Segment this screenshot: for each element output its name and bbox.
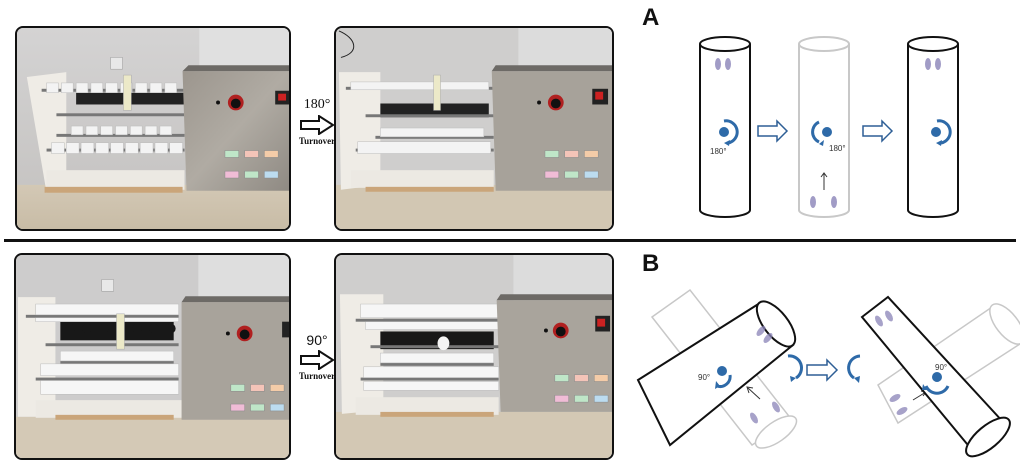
right-arrow-icon — [300, 350, 335, 370]
rotation-clockwise-icon — [787, 354, 803, 382]
turnover-caption: Turnover — [298, 371, 336, 381]
tube-main — [860, 295, 1011, 458]
apparatus-photo — [16, 255, 289, 458]
fly-icon — [875, 310, 893, 327]
up-left-arrow-icon — [746, 386, 761, 400]
angle-label: 180° — [710, 147, 727, 156]
photo-apparatus-before-90 — [14, 253, 291, 460]
fly-icon — [750, 401, 780, 424]
turnover-indicator-180: 180° Turnover — [294, 97, 340, 146]
angle-label: 90° — [935, 363, 947, 372]
rotation-clockwise-icon — [719, 119, 739, 146]
rotation-clockwise-icon — [922, 372, 950, 395]
panel-label-b: B — [642, 250, 660, 277]
rotation-clockwise-icon — [931, 119, 952, 146]
apparatus-photo — [336, 255, 612, 458]
fly-icon — [810, 196, 837, 208]
angle-label: 90° — [698, 373, 710, 382]
right-arrow-icon — [300, 115, 335, 135]
photo-apparatus-after-180 — [334, 26, 614, 231]
right-arrow-icon — [862, 119, 894, 143]
tube-main — [636, 300, 797, 447]
photo-apparatus-before-180 — [15, 26, 291, 231]
rotation-counterclockwise-icon — [811, 120, 832, 146]
rotation-counterclockwise-icon — [847, 354, 861, 383]
fly-icon — [889, 394, 908, 415]
photo-apparatus-after-90 — [334, 253, 614, 460]
fly-icon — [756, 326, 773, 343]
fly-icon — [715, 58, 731, 70]
section-divider — [4, 239, 1016, 242]
turnover-indicator-90: 90° Turnover — [294, 332, 340, 381]
right-arrow-icon — [806, 358, 839, 382]
fly-icon — [925, 58, 941, 70]
turnover-angle-label: 180° — [303, 97, 331, 112]
turnover-angle-label: 90° — [306, 332, 328, 348]
diagram-90-turnover: 90° — [630, 280, 1020, 473]
turnover-caption: Turnover — [298, 136, 336, 146]
apparatus-photo — [336, 28, 612, 229]
right-arrow-icon — [757, 119, 789, 143]
angle-label: 180° — [829, 144, 846, 153]
up-arrow-icon — [820, 172, 828, 190]
apparatus-photo — [17, 28, 289, 229]
rotation-clockwise-icon — [715, 366, 732, 389]
diagram-180-turnover: 180° 180° — [690, 30, 980, 230]
panel-label-a: A — [642, 4, 660, 31]
